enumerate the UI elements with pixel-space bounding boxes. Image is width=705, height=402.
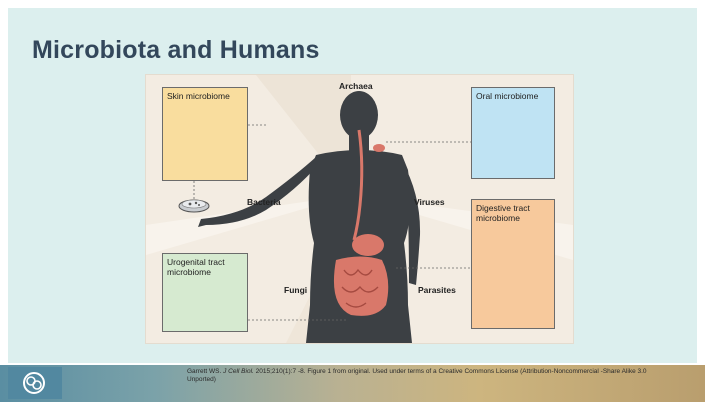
urogenital-microbiome-box: Urogenital tract microbiome: [162, 253, 248, 332]
skin-microbiome-label: Skin microbiome: [167, 91, 230, 101]
digestive-microbiome-label: Digestive tract microbiome: [476, 203, 530, 223]
citation: Garrett WS. J Cell Biol. 2015;210(1):7 -…: [187, 368, 657, 384]
oral-microbiome-box: Oral microbiome: [471, 87, 555, 179]
skin-microbiome-box: Skin microbiome: [162, 87, 248, 181]
label-fungi: Fungi: [284, 285, 307, 295]
microbiome-figure: Archaea Bacteria Viruses Fungi Parasites…: [146, 75, 573, 343]
citation-text: 2015;210(1):7 -8. Figure 1 from original…: [187, 368, 647, 383]
label-viruses: Viruses: [414, 197, 445, 207]
logo-icon: [22, 371, 46, 395]
citation-journal: J Cell Biol.: [223, 368, 254, 375]
label-archaea: Archaea: [339, 81, 373, 91]
urogenital-microbiome-label: Urogenital tract microbiome: [167, 257, 225, 277]
petri-dish-icon: [179, 200, 209, 212]
oral-microbiome-label: Oral microbiome: [476, 91, 538, 101]
slide-title: Microbiota and Humans: [32, 36, 320, 65]
label-bacteria: Bacteria: [247, 197, 281, 207]
label-parasites: Parasites: [418, 285, 456, 295]
citation-author: Garrett WS.: [187, 368, 221, 375]
digestive-microbiome-box: Digestive tract microbiome: [471, 199, 555, 329]
